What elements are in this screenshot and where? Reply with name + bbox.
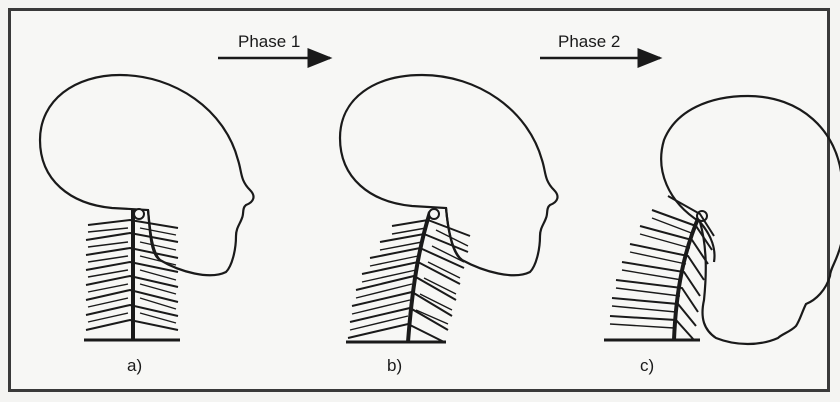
panel-c-figure	[604, 96, 840, 344]
phase-1-label: Phase 1	[238, 32, 300, 52]
spine-a	[84, 209, 180, 340]
panel-c-label: c)	[640, 356, 654, 376]
head-c	[661, 96, 840, 344]
head-a	[40, 75, 253, 275]
jaw-b	[446, 208, 462, 260]
phase-2-label: Phase 2	[558, 32, 620, 52]
panel-b-label: b)	[387, 356, 402, 376]
panel-a-figure	[40, 75, 253, 340]
panel-b-figure	[340, 75, 557, 342]
spine-c	[604, 196, 714, 340]
spine-b	[346, 209, 470, 342]
panel-a-label: a)	[127, 356, 142, 376]
